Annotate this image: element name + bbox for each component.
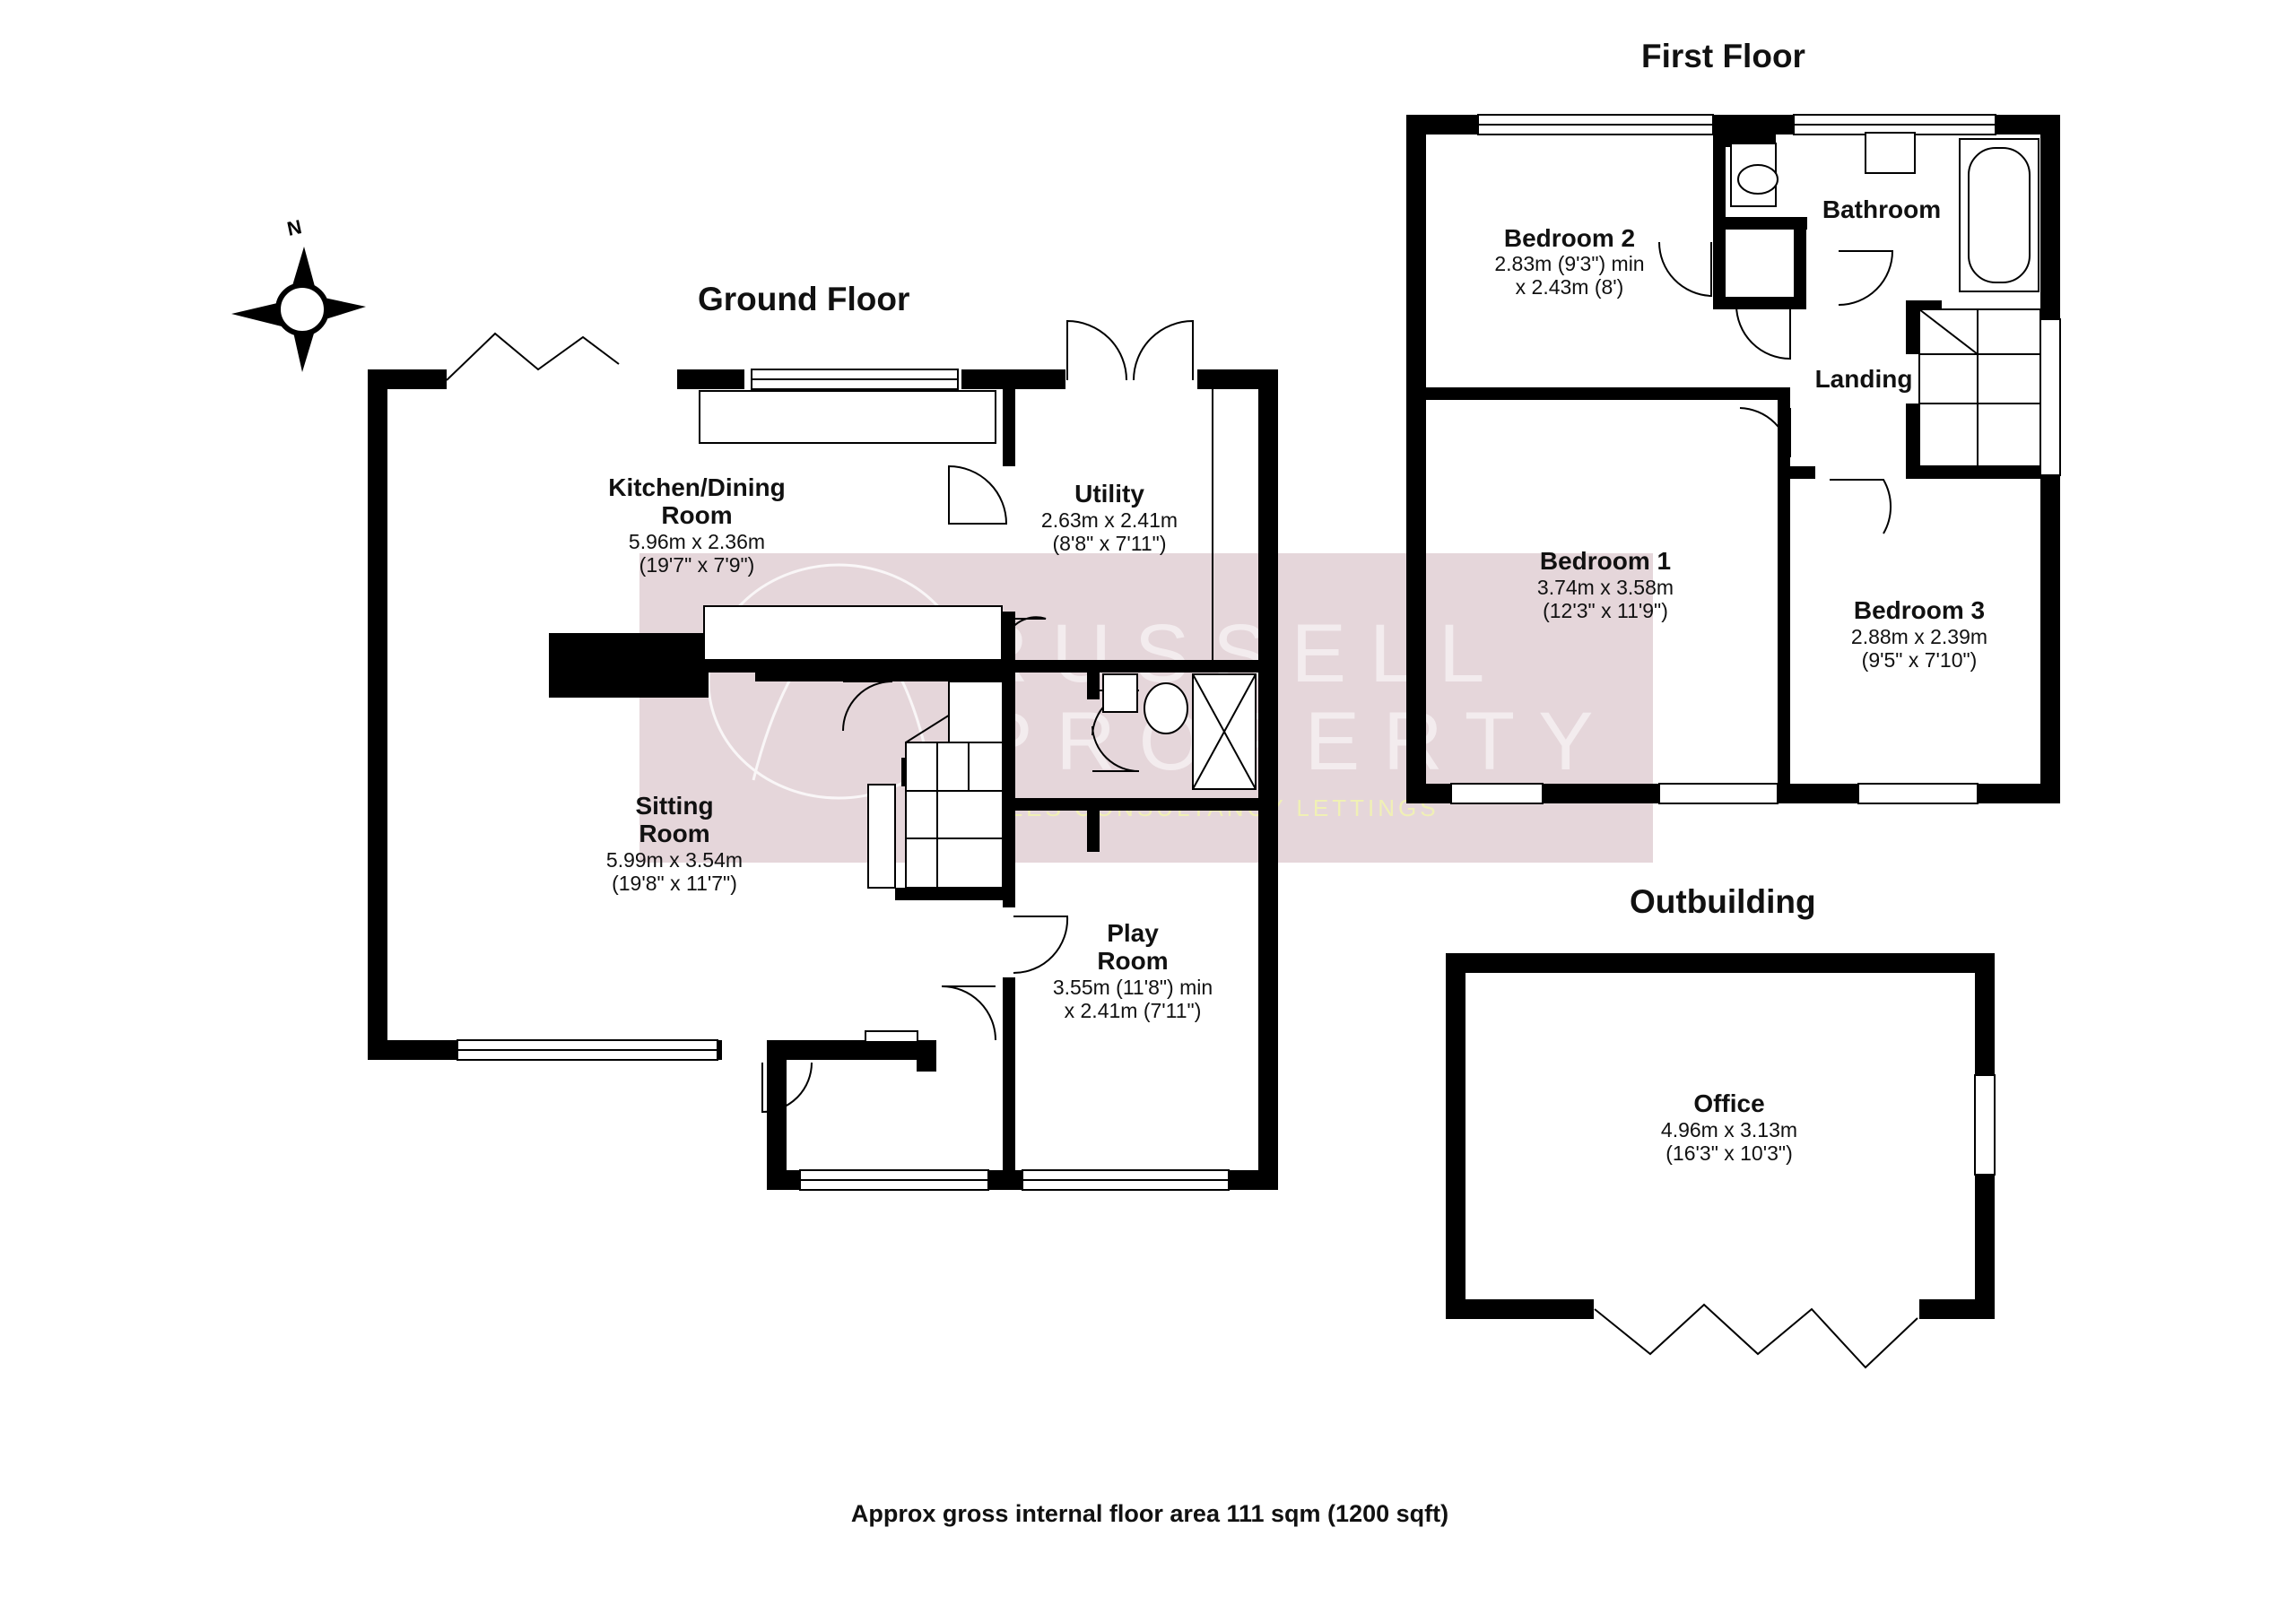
svg-text:5.96m x 2.36m: 5.96m x 2.36m [629,530,765,553]
watermark-line2: PROPERTY [978,696,1616,787]
svg-text:Bedroom 1: Bedroom 1 [1540,547,1671,575]
room-label-landing: Landing [1815,365,1913,393]
svg-text:Kitchen/Dining: Kitchen/Dining [608,473,786,501]
room-label-kitchen: Kitchen/Dining Room 5.96m x 2.36m (19'7"… [608,473,786,577]
room-label-bedroom3: Bedroom 3 2.88m x 2.39m (9'5" x 7'10") [1851,596,1987,672]
svg-text:3.55m (11'8") min: 3.55m (11'8") min [1053,976,1213,999]
svg-text:(16'3" x 10'3"): (16'3" x 10'3") [1665,1141,1792,1165]
outbuilding-heading: Outbuilding [1630,883,1816,920]
outbuilding-plan [1446,953,1996,1369]
svg-text:(19'7" x 7'9"): (19'7" x 7'9") [639,553,755,577]
svg-text:5.99m x 3.54m: 5.99m x 3.54m [606,848,743,872]
svg-text:Office: Office [1693,1089,1764,1117]
compass-north-label: N [285,215,304,240]
svg-text:2.63m x 2.41m: 2.63m x 2.41m [1041,508,1178,532]
svg-text:2.83m (9'3") min: 2.83m (9'3") min [1494,252,1644,275]
svg-text:(8'8" x 7'11"): (8'8" x 7'11") [1053,532,1167,555]
room-label-bedroom1: Bedroom 1 3.74m x 3.58m (12'3" x 11'9") [1537,547,1674,622]
room-label-bathroom: Bathroom [1822,195,1941,223]
svg-text:Utility: Utility [1074,480,1144,508]
svg-text:Sitting: Sitting [635,792,713,820]
svg-text:3.74m x 3.58m: 3.74m x 3.58m [1537,576,1674,599]
svg-text:Room: Room [661,501,732,529]
svg-text:Landing: Landing [1815,365,1913,393]
floor-area-footer: Approx gross internal floor area 111 sqm… [851,1500,1448,1527]
svg-text:x 2.43m (8'): x 2.43m (8') [1516,275,1624,299]
svg-text:x 2.41m (7'11"): x 2.41m (7'11") [1065,999,1202,1022]
svg-text:2.88m x 2.39m: 2.88m x 2.39m [1851,625,1987,648]
svg-text:Room: Room [639,820,709,847]
svg-text:(19'8" x 11'7"): (19'8" x 11'7") [612,872,737,895]
svg-text:4.96m x 3.13m: 4.96m x 3.13m [1661,1118,1797,1141]
svg-text:Play: Play [1107,919,1159,947]
svg-text:(12'3" x 11'9"): (12'3" x 11'9") [1543,599,1668,622]
compass-icon: N [231,215,366,372]
room-label-office: Office 4.96m x 3.13m (16'3" x 10'3") [1661,1089,1797,1165]
svg-text:Room: Room [1097,947,1168,975]
room-label-play: Play Room 3.55m (11'8") min x 2.41m (7'1… [1053,919,1213,1022]
svg-text:(9'5" x 7'10"): (9'5" x 7'10") [1862,648,1978,672]
first-floor-plan [1406,114,2061,804]
svg-text:Bathroom: Bathroom [1822,195,1941,223]
ground-floor-plan [368,319,1278,1191]
room-label-bedroom2: Bedroom 2 2.83m (9'3") min x 2.43m (8') [1494,224,1644,299]
room-label-sitting: Sitting Room 5.99m x 3.54m (19'8" x 11'7… [606,792,743,895]
svg-text:Bedroom 3: Bedroom 3 [1854,596,1985,624]
svg-text:Bedroom 2: Bedroom 2 [1504,224,1635,252]
first-floor-heading: First Floor [1641,38,1805,74]
room-label-utility: Utility 2.63m x 2.41m (8'8" x 7'11") [1041,480,1178,555]
ground-floor-heading: Ground Floor [698,281,909,317]
